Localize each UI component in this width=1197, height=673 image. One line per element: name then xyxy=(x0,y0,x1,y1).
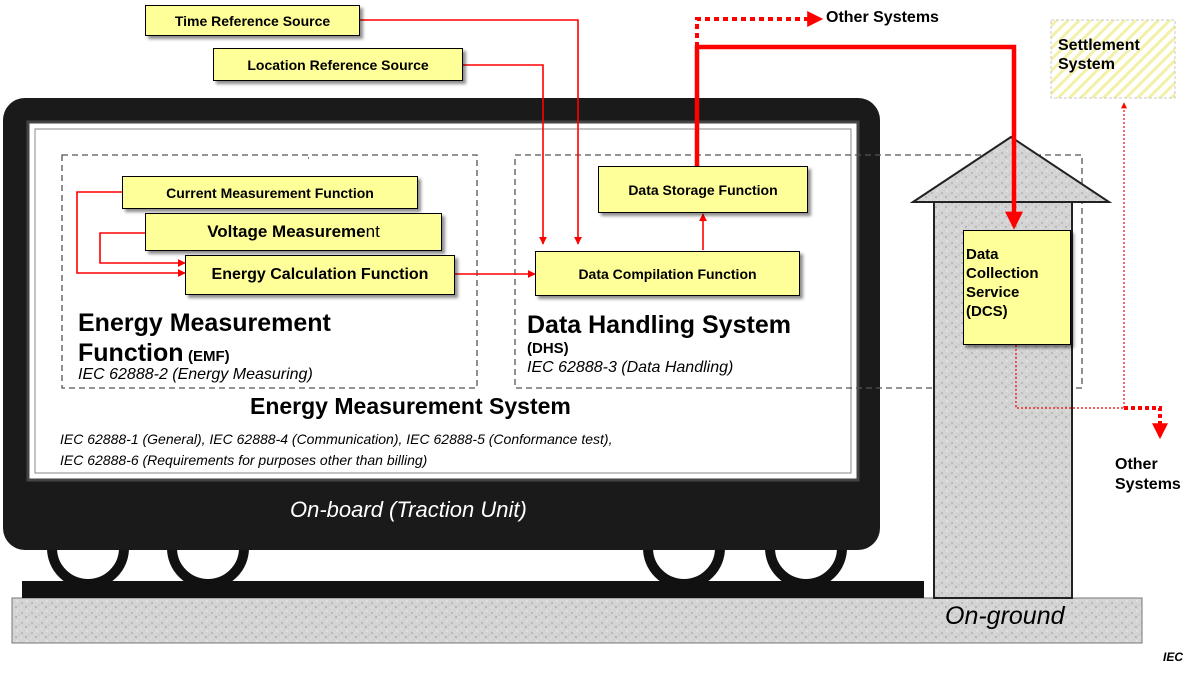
ems-standards-line2: IEC 62888-6 (Requirements for purposes o… xyxy=(60,452,428,468)
ems-panel-inner-border xyxy=(34,128,852,474)
data-compilation-function-box: Data Compilation Function xyxy=(535,251,800,296)
energy-calculation-function-box: Energy Calculation Function xyxy=(185,255,455,295)
voltage-label-bold: Voltage Measureme xyxy=(207,222,366,241)
other-systems-right-label: Other Systems xyxy=(1115,455,1181,495)
voltage-label-rest: nt xyxy=(365,222,380,241)
voltage-to-energy-flow xyxy=(99,232,186,267)
iec-footer: IEC xyxy=(1163,650,1184,664)
dhs-group-border xyxy=(514,154,1083,389)
storage-to-dcs-flow xyxy=(694,44,1023,230)
dcs-to-other-systems-flow xyxy=(1124,406,1168,440)
wheels xyxy=(47,547,847,589)
onboard-label: On-board (Traction Unit) xyxy=(290,497,527,522)
ground-slab xyxy=(11,597,1143,644)
dhs-abbr: (DHS) xyxy=(527,340,569,357)
settlement-label-line: System xyxy=(1058,56,1115,73)
dcs-outflow xyxy=(1015,345,1124,409)
settlement-box-bg xyxy=(1050,19,1176,99)
other-systems-top-label: Other Systems xyxy=(826,9,939,26)
time-reference-source-box: Time Reference Source xyxy=(145,5,360,36)
storage-to-other-systems-flow xyxy=(695,11,824,47)
flow-lines xyxy=(76,19,707,278)
onground-label: On-ground xyxy=(945,602,1065,630)
emf-title-line2: Function (EMF) xyxy=(78,338,230,368)
emf-group-border xyxy=(61,154,478,389)
dcs-label-line: (DCS) xyxy=(966,303,1008,320)
ems-standards-line1: IEC 62888-1 (General), IEC 62888-4 (Comm… xyxy=(60,431,613,447)
emf-title-function: Function xyxy=(78,339,184,367)
current-measurement-function-box: Current Measurement Function xyxy=(122,176,418,209)
data-compilation-function-label: Data Compilation Function xyxy=(578,265,757,282)
voltage-measurement-function-box: Voltage Measurement xyxy=(145,213,442,251)
dhs-standard: IEC 62888-3 (Data Handling) xyxy=(527,359,734,376)
dhs-title: Data Handling System xyxy=(527,311,791,339)
emf-abbr: (EMF) xyxy=(187,348,230,365)
location-reference-source-label: Location Reference Source xyxy=(247,56,429,73)
dcs-label: Data Collection Service (DCS) xyxy=(966,245,1039,321)
location-ref-flow xyxy=(463,64,547,245)
dcs-label-line: Data xyxy=(966,246,999,263)
voltage-measurement-function-label: Voltage Measurement xyxy=(207,222,380,242)
dcs-box: Data Collection Service (DCS) xyxy=(963,230,1071,345)
other-systems-right-line: Other xyxy=(1115,456,1158,473)
time-ref-flow xyxy=(360,19,582,245)
emf-title-line1: Energy Measurement xyxy=(78,309,331,337)
data-storage-function-box: Data Storage Function xyxy=(598,166,808,213)
energy-calculation-function-label: Energy Calculation Function xyxy=(211,266,429,283)
current-to-energy-flow xyxy=(76,191,186,277)
dcs-label-line: Service xyxy=(966,284,1020,301)
time-reference-source-label: Time Reference Source xyxy=(174,12,331,29)
other-systems-right-line: Systems xyxy=(1115,476,1181,493)
ems-title: Energy Measurement System xyxy=(250,393,571,419)
ground-building-roof xyxy=(909,135,1113,203)
emf-standard: IEC 62888-2 (Energy Measuring) xyxy=(78,366,313,383)
settlement-system-label: Settlement System xyxy=(1058,36,1140,74)
current-measurement-function-label: Current Measurement Function xyxy=(166,184,374,201)
data-storage-function-label: Data Storage Function xyxy=(628,181,778,198)
settlement-label-line: Settlement xyxy=(1058,37,1140,54)
location-reference-source-box: Location Reference Source xyxy=(213,48,463,81)
dcs-label-line: Collection xyxy=(966,265,1039,282)
